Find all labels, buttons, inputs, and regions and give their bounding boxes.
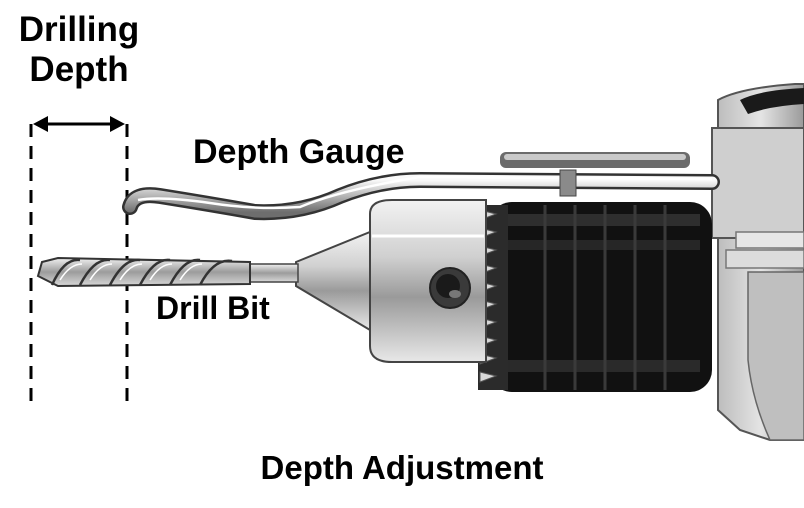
chuck-key-hole: [429, 267, 471, 309]
drill-bit-label: Drill Bit: [156, 290, 270, 326]
chuck-knurled-sleeve: [478, 202, 712, 392]
figure-title: Depth Adjustment: [260, 449, 544, 486]
double-arrow-icon: [33, 116, 125, 132]
drilling-depth-label: Drilling Depth: [14, 10, 144, 90]
drilling-depth-line2: Depth: [29, 50, 129, 89]
drill-bit: [36, 256, 299, 288]
depth-gauge-rod: [122, 152, 720, 221]
chuck-front: [295, 199, 487, 363]
depth-gauge-label: Depth Gauge: [193, 133, 405, 171]
drill-body: [711, 83, 804, 441]
drilling-depth-line1: Drilling: [18, 10, 140, 49]
